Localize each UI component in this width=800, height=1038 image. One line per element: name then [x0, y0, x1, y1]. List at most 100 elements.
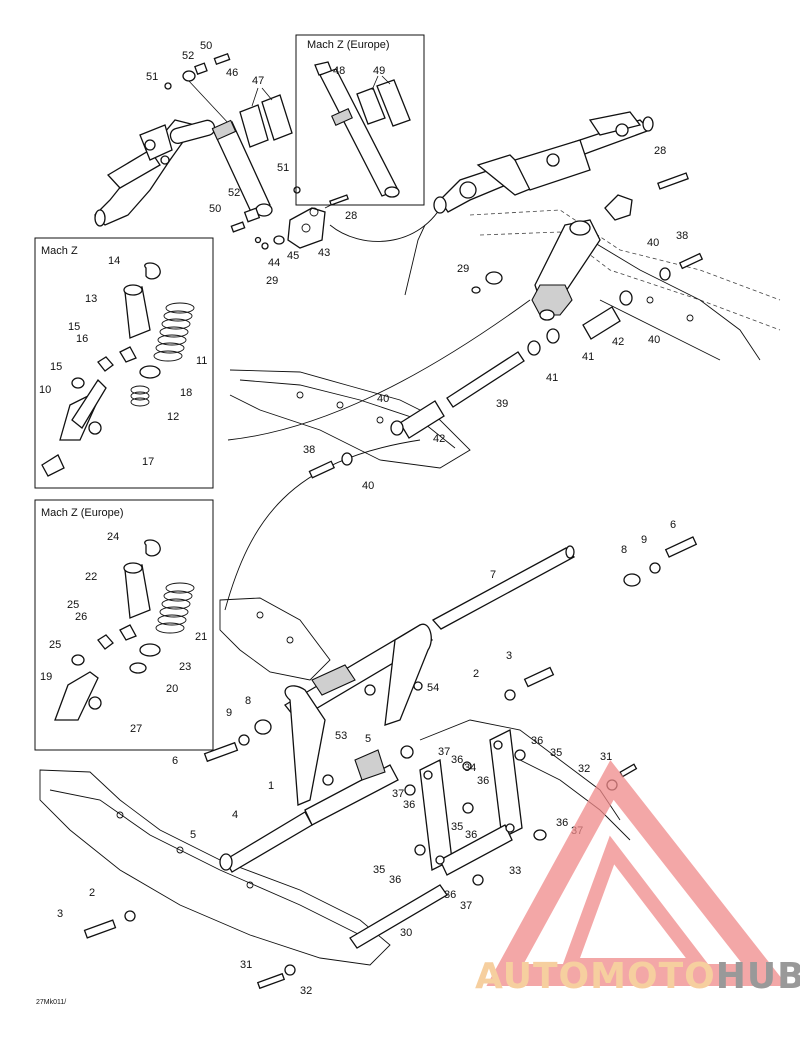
callout-36: 36: [556, 817, 568, 829]
front-arm-lower: [83, 536, 698, 990]
callout-36: 36: [531, 735, 543, 747]
callout-36: 36: [477, 775, 489, 787]
callout-40: 40: [647, 237, 659, 249]
callout-2: 2: [473, 668, 479, 680]
callout-41: 41: [582, 351, 594, 363]
callout-22: 22: [85, 571, 97, 583]
front-arm-assembly: [94, 119, 216, 227]
callout-32: 32: [300, 985, 312, 997]
spring-21: [155, 582, 195, 634]
callout-9: 9: [641, 534, 647, 546]
inset-europe-top: Mach Z (Europe): [295, 34, 425, 206]
rear-arm-upper: [433, 111, 654, 214]
callout-27: 27: [130, 723, 142, 735]
callout-35: 35: [550, 747, 562, 759]
callout-6: 6: [670, 519, 676, 531]
callout-8: 8: [245, 695, 251, 707]
callout-14: 14: [108, 255, 120, 267]
pivot-shaft-39-group: [308, 252, 704, 479]
figure-code: 27Mk011/: [36, 999, 66, 1006]
callout-50: 50: [200, 40, 212, 52]
frame-upper: [229, 209, 781, 469]
callout-18: 18: [180, 387, 192, 399]
callout-48: 48: [333, 65, 345, 77]
callout-35: 35: [373, 864, 385, 876]
callout-19: 19: [40, 671, 52, 683]
shock-bushings-47: [239, 87, 293, 148]
inset-europe-mid: Mach Z (Europe): [34, 499, 214, 751]
callout-5: 5: [190, 829, 196, 841]
rear-shock-mach-z: [531, 172, 689, 321]
callout-17: 17: [142, 456, 154, 468]
callout-28: 28: [654, 145, 666, 157]
frame-lower: [39, 597, 631, 966]
callout-20: 20: [166, 683, 178, 695]
callout-29: 29: [266, 275, 278, 287]
connector-line: [329, 199, 446, 242]
callout-15: 15: [68, 321, 80, 333]
callout-34: 34: [464, 762, 476, 774]
callout-36: 36: [444, 889, 456, 901]
callout-46: 46: [226, 67, 238, 79]
callout-36: 36: [403, 799, 415, 811]
connector-line: [227, 299, 531, 441]
callout-33: 33: [509, 865, 521, 877]
callout-50: 50: [209, 203, 221, 215]
callout-25: 25: [49, 639, 61, 651]
spring-11: [153, 302, 195, 362]
callout-31: 31: [600, 751, 612, 763]
callout-28: 28: [345, 210, 357, 222]
watermark-text: AUTOMOTOHUB: [475, 956, 800, 997]
callout-37: 37: [438, 746, 450, 758]
callout-31: 31: [240, 959, 252, 971]
callout-40: 40: [648, 334, 660, 346]
callout-3: 3: [506, 650, 512, 662]
link-plates-34: [404, 729, 638, 886]
callout-35: 35: [451, 821, 463, 833]
callout-54: 54: [427, 682, 439, 694]
inset-title: Mach Z: [41, 245, 78, 257]
callout-42: 42: [433, 433, 445, 445]
callout-21: 21: [195, 631, 207, 643]
callout-51: 51: [146, 71, 158, 83]
callout-44: 44: [268, 257, 280, 269]
callout-10: 10: [39, 384, 51, 396]
callout-38: 38: [676, 230, 688, 242]
callout-52: 52: [182, 50, 194, 62]
rear-shock-top: [164, 52, 301, 233]
callout-6: 6: [172, 755, 178, 767]
callout-13: 13: [85, 293, 97, 305]
callout-37: 37: [392, 788, 404, 800]
callout-36: 36: [451, 754, 463, 766]
callout-8: 8: [621, 544, 627, 556]
callout-42: 42: [612, 336, 624, 348]
callout-32: 32: [578, 763, 590, 775]
callout-36: 36: [465, 829, 477, 841]
callout-47: 47: [252, 75, 264, 87]
callout-3: 3: [57, 908, 63, 920]
callout-25: 25: [67, 599, 79, 611]
callout-9: 9: [226, 707, 232, 719]
callout-37: 37: [460, 900, 472, 912]
callout-41: 41: [546, 372, 558, 384]
callout-43: 43: [318, 247, 330, 259]
inset-title: Mach Z (Europe): [307, 39, 390, 51]
callout-7: 7: [490, 569, 496, 581]
callout-40: 40: [377, 393, 389, 405]
callout-53: 53: [335, 730, 347, 742]
callout-52: 52: [228, 187, 240, 199]
connector-line: [404, 224, 426, 296]
callout-4: 4: [232, 809, 238, 821]
callout-23: 23: [179, 661, 191, 673]
callout-24: 24: [107, 531, 119, 543]
inset-title: Mach Z (Europe): [41, 507, 124, 519]
inset-machz: Mach Z: [34, 237, 214, 489]
callout-40: 40: [362, 480, 374, 492]
callout-15: 15: [50, 361, 62, 373]
callout-51: 51: [277, 162, 289, 174]
callout-36: 36: [389, 874, 401, 886]
connector-line: [224, 439, 421, 611]
callout-16: 16: [76, 333, 88, 345]
